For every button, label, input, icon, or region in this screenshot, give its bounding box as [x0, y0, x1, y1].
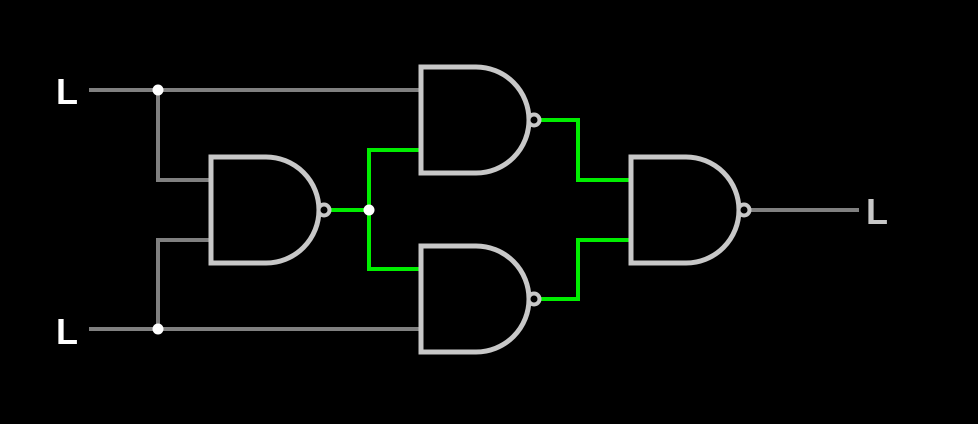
wire-split-to-nand-3: [367, 210, 420, 271]
nand-gate-3: [418, 243, 542, 355]
nand-gate-2-bubble: [526, 112, 542, 128]
nand-gate-1: [208, 154, 332, 266]
output-label: L: [866, 191, 888, 232]
input-a-label: L: [56, 71, 78, 112]
nand-gate-4: [628, 154, 752, 266]
gates: [208, 64, 752, 355]
nand-gate-4-bubble: [736, 202, 752, 218]
input-b-label: L: [56, 311, 78, 352]
junctions: [152, 84, 375, 335]
high-wires: [331, 118, 630, 301]
wire-input-a-to-nand-1: [156, 88, 212, 182]
wire-split-to-nand-2: [367, 148, 420, 210]
low-wires: [89, 88, 859, 331]
wire-nand-2-to-nand-4: [541, 118, 630, 182]
junction-input-b: [152, 323, 164, 335]
junction-nand-1-out: [363, 204, 375, 216]
nand-gate-2: [418, 64, 542, 176]
nand-gate-1-bubble: [316, 202, 332, 218]
wire-input-b-to-nand-1: [156, 238, 212, 331]
junction-input-a: [152, 84, 164, 96]
nand-gate-3-bubble: [526, 291, 542, 307]
wire-nand-3-to-nand-4: [541, 238, 630, 301]
